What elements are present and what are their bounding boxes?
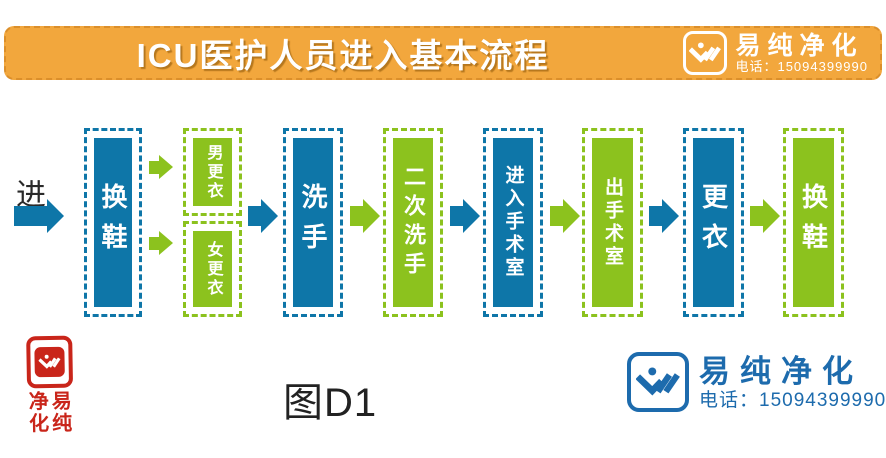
brand-logo-icon — [683, 31, 728, 75]
flow-step-women-changing-room: 女更衣 — [183, 221, 242, 317]
flow-step-enter-operating-room: 进入手术室 — [483, 128, 543, 317]
footer-brand-phone: 电话：15094399990 — [699, 390, 886, 411]
flow-step-change-clothes: 更衣 — [683, 128, 744, 317]
flow-step-wash-hands: 洗手 — [283, 128, 343, 317]
arrow-to-men-room — [149, 155, 173, 179]
arrow-to-enter-or — [450, 199, 480, 233]
arrow-to-women-room — [149, 231, 173, 255]
brand-phone: 电话：15094399990 — [735, 58, 868, 74]
arrow-to-second-wash — [350, 199, 380, 233]
arrow-to-change-shoes-exit — [750, 199, 780, 233]
stamp-seal-characters: 净 易 化 纯 — [28, 388, 73, 436]
company-seal-stamp: 净 易 化 纯 — [24, 335, 76, 436]
figure-label: 图D1 — [283, 381, 378, 425]
flow-step-men-changing-room: 男更衣 — [183, 128, 242, 216]
arrow-to-exit-or — [550, 199, 580, 233]
page-title: ICU医护人员进入基本流程 — [136, 37, 550, 74]
footer-brand: 易纯净化 电话：15094399990 — [627, 352, 886, 412]
arrow-to-wash-hands — [248, 199, 278, 233]
stamp-logo-icon — [34, 346, 65, 378]
header-banner: ICU医护人员进入基本流程 易纯净化 电话：15094399990 — [4, 26, 882, 80]
stamp-frame — [26, 335, 74, 389]
flow-step-change-shoes-entry: 换鞋 — [84, 128, 142, 317]
arrow-entry — [14, 199, 64, 233]
arrow-to-change-clothes — [649, 199, 679, 233]
header-brand: 易纯净化 电话：15094399990 — [683, 28, 868, 78]
footer-brand-logo-icon — [627, 352, 689, 412]
flow-step-second-wash-hands: 二次洗手 — [383, 128, 443, 317]
flow-step-exit-operating-room: 出手术室 — [582, 128, 643, 317]
brand-name: 易纯净化 — [735, 31, 864, 60]
footer-brand-name: 易纯净化 — [699, 354, 863, 389]
flow-step-change-shoes-exit: 换鞋 — [783, 128, 844, 317]
